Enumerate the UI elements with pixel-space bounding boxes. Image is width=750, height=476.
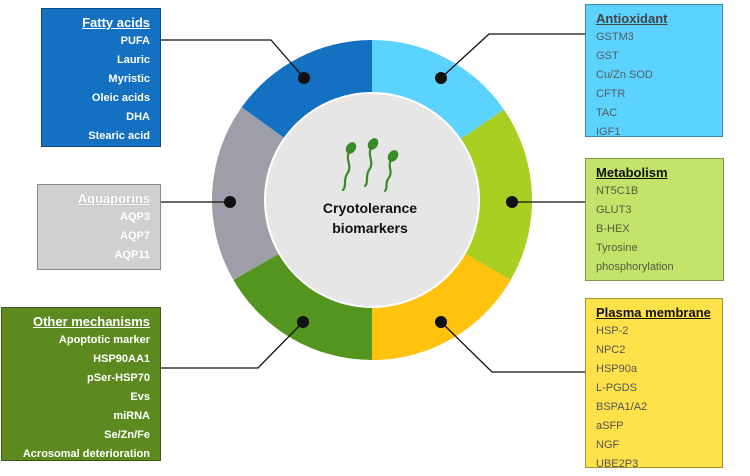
metabolism-item: Tyrosine phosphorylation [596, 242, 674, 273]
plasma-membrane-item: aSFP [596, 420, 624, 432]
other-mechanisms-box: Other mechanisms Apoptotic marker HSP90A… [1, 307, 161, 461]
other-mechanisms-item: Se/Zn/Fe [104, 429, 150, 441]
plasma-membrane-title: Plasma membrane [596, 305, 711, 320]
connector-dots [224, 72, 518, 328]
other-mechanisms-item: HSP90AA1 [93, 353, 150, 365]
other-mechanisms-item: pSer-HSP70 [87, 372, 150, 384]
fatty-acids-item: Oleic acids [91, 92, 150, 104]
segment-plasma-membrane [372, 248, 511, 361]
metabolism-box: Metabolism NT5C1B GLUT3 B-HEX Tyrosine p… [585, 158, 724, 281]
connector-other-mechanisms [161, 321, 304, 369]
antioxidant-item: Cu/Zn SOD [596, 69, 653, 81]
sperm-cells-icon [341, 138, 399, 193]
other-mechanisms-item: miRNA [113, 410, 150, 422]
metabolism-item: NT5C1B [596, 185, 639, 197]
metabolism-title: Metabolism [596, 165, 668, 180]
dot-metabolism [506, 196, 518, 208]
aquaporins-item: AQP11 [114, 249, 150, 261]
other-mechanisms-item: Acrosomal deterioration [22, 448, 150, 460]
antioxidant-item: GSTM3 [596, 31, 634, 43]
other-mechanisms-title: Other mechanisms [32, 314, 150, 329]
dot-antioxidant [435, 72, 447, 84]
plasma-membrane-item: BSPA1/A2 [596, 401, 648, 413]
antioxidant-box: Antioxidant GSTM3 GST Cu/Zn SOD CFTR TAC… [585, 4, 723, 138]
antioxidant-item: CFTR [596, 88, 626, 100]
segment-fatty-acids [241, 40, 372, 144]
center-title-line2: biomarkers [332, 220, 408, 236]
dot-fatty-acids [298, 72, 310, 84]
plasma-membrane-item: UBE2P3 [596, 458, 639, 470]
plasma-membrane-box: Plasma membrane HSP-2 NPC2 HSP90a L-PGDS… [585, 298, 723, 470]
other-mechanisms-item: Evs [130, 391, 150, 403]
aquaporins-title: Aquaporins [77, 191, 150, 206]
plasma-membrane-item: HSP90a [596, 363, 637, 375]
plasma-membrane-item: L-PGDS [596, 382, 637, 394]
dot-other-mechanisms [297, 316, 309, 328]
aquaporins-item: AQP7 [120, 230, 150, 242]
aquaporins-box: Aquaporins AQP3 AQP7 AQP11 [37, 184, 161, 270]
fatty-acids-item: Lauric [116, 54, 150, 66]
fatty-acids-title: Fatty acids [82, 15, 150, 30]
segment-antioxidant [372, 40, 504, 145]
fatty-acids-item: DHA [126, 111, 150, 123]
plasma-membrane-item: NGF [596, 439, 620, 451]
dot-aquaporins [224, 196, 236, 208]
plasma-membrane-item: NPC2 [596, 344, 626, 356]
other-mechanisms-item: Apoptotic marker [58, 334, 150, 346]
dot-plasma-membrane [435, 316, 447, 328]
fatty-acids-item: PUFA [120, 35, 150, 47]
plasma-membrane-item: HSP-2 [596, 325, 629, 337]
center-circle [266, 94, 478, 306]
connector-plasma-membrane [440, 321, 585, 373]
antioxidant-title: Antioxidant [596, 11, 668, 26]
antioxidant-item: GST [596, 50, 619, 62]
center-title-line1: Cryotolerance [322, 200, 418, 216]
fatty-acids-item: Stearic acid [88, 130, 150, 142]
segment-other-mechanisms [233, 248, 372, 360]
fatty-acids-item: Myristic [108, 73, 150, 85]
connector-antioxidant [440, 33, 585, 79]
metabolism-item: GLUT3 [596, 204, 632, 216]
antioxidant-item: IGF1 [596, 126, 621, 138]
connectors [161, 33, 585, 373]
aquaporins-item: AQP3 [120, 211, 150, 223]
metabolism-item: B-HEX [596, 223, 630, 235]
fatty-acids-box: Fatty acids PUFA Lauric Myristic Oleic a… [41, 8, 161, 147]
antioxidant-item: TAC [596, 107, 618, 119]
center-title: Cryotolerance biomarkers [270, 198, 470, 238]
connector-fatty-acids [161, 39, 305, 79]
